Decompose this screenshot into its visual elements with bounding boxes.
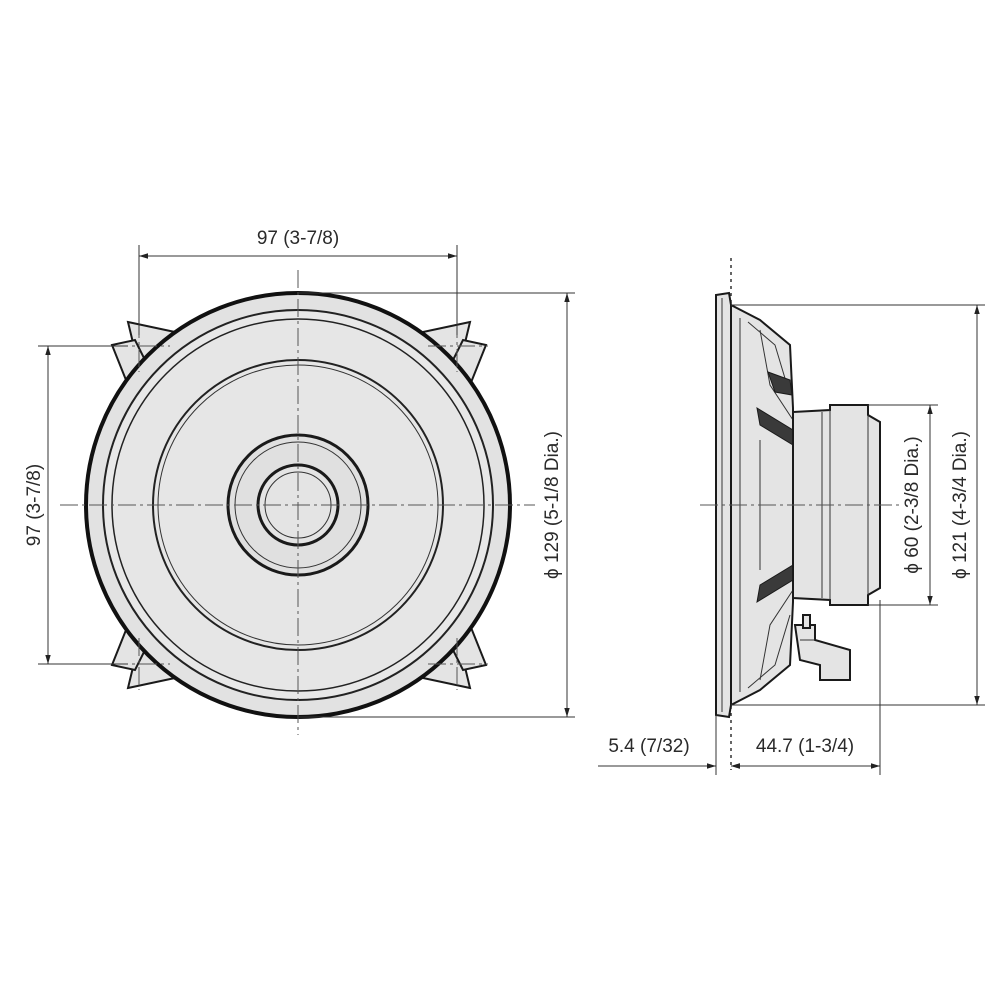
front-height-label: 97 (3-7/8): [24, 464, 45, 546]
mount-depth-label: 44.7 (1-3/4): [756, 736, 854, 757]
front-view: 97 (3-7/8) 97 (3-7/8) ϕ 129 (5-1/8 Dia.): [24, 228, 575, 735]
dimension-flange-depth: 5.4 (7/32): [598, 715, 752, 775]
side-magnet: [792, 404, 881, 606]
dimension-front-height: 97 (3-7/8): [24, 345, 128, 665]
outer-diameter-label: ϕ 129 (5-1/8 Dia.): [542, 431, 563, 579]
dimension-outer-diameter: ϕ 129 (5-1/8 Dia.): [298, 292, 575, 718]
side-terminal: [793, 614, 851, 681]
front-width-label: 97 (3-7/8): [257, 228, 339, 249]
magnet-diameter-label: ϕ 60 (2-3/8 Dia.): [902, 436, 923, 573]
side-view: ϕ 60 (2-3/8 Dia.) ϕ 121 (4-3/4 Dia.) 5.4…: [598, 258, 985, 775]
dimension-mount-diameter: ϕ 121 (4-3/4 Dia.): [731, 304, 985, 706]
flange-depth-label: 5.4 (7/32): [608, 736, 689, 757]
mount-diameter-label: ϕ 121 (4-3/4 Dia.): [950, 431, 971, 579]
dimension-mount-depth: 44.7 (1-3/4): [731, 600, 881, 775]
dimension-front-width: 97 (3-7/8): [138, 228, 458, 335]
